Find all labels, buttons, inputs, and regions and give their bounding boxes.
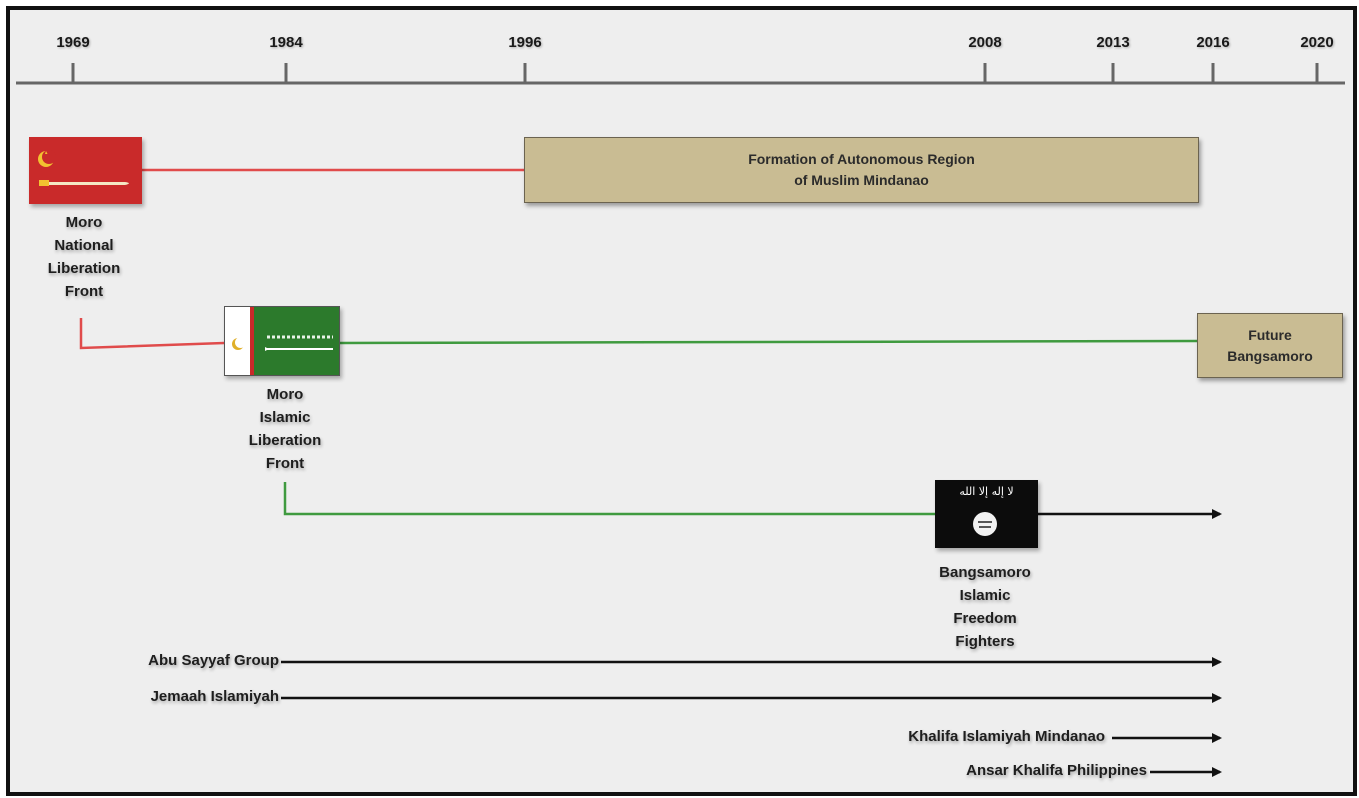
armm-line2: of Muslim Mindanao [794,172,929,188]
milf-flag [224,306,340,376]
mnlf-flag [29,137,142,204]
biff-flag: لا إله إلا الله [935,480,1038,548]
mnlf-label-line1: Moro [65,214,103,231]
mnlf-label: Moro National Liberation Front [24,211,144,303]
biff-label-line1: Bangsamoro [939,564,1031,581]
kim-label: Khalifa Islamiyah Mindanao [908,728,1105,745]
year-label-2016: 2016 [1196,34,1230,51]
biff-seal-icon [973,512,997,536]
milf-label-line4: Front [265,455,305,472]
biff-label: Bangsamoro Islamic Freedom Fighters [925,561,1045,653]
year-label-1984: 1984 [269,34,303,51]
future-line2: Bangsamoro [1227,347,1313,364]
biff-label-line2: Islamic [959,587,1011,604]
milf-flag-emblem [225,307,333,375]
akp-label: Ansar Khalifa Philippines [966,762,1147,779]
year-label-2020: 2020 [1300,34,1334,51]
year-ticks [71,63,1319,83]
mnlf-label-line3: Liberation [47,260,121,277]
year-label-1969: 1969 [56,34,90,51]
mnlf-label-line4: Front [64,283,104,300]
mnlf-label-line2: National [54,237,114,254]
mnlf-flag-emblem [38,150,129,186]
milf-biff-split [283,482,935,516]
milf-label-line2: Islamic [259,409,311,426]
milf-line [339,339,1198,345]
biff-flag-text: لا إله إلا الله [959,485,1014,498]
mnlf-milf-split [79,318,225,350]
year-label-2013: 2013 [1096,34,1130,51]
year-label-1996: 1996 [508,34,542,51]
armm-box: Formation of Autonomous Region of Muslim… [524,137,1199,203]
biff-label-line4: Fighters [955,633,1015,650]
milf-label-line3: Liberation [248,432,322,449]
year-label-2008: 2008 [968,34,1002,51]
future-bangsamoro-box: Future Bangsamoro [1197,313,1343,378]
ji-label: Jemaah Islamiyah [150,688,279,705]
future-line1: Future [1248,326,1292,343]
asg-label: Abu Sayyaf Group [148,652,279,669]
milf-label-line1: Moro [266,386,304,403]
milf-label: Moro Islamic Liberation Front [225,383,345,475]
armm-line1: Formation of Autonomous Region [748,151,975,167]
biff-label-line3: Freedom [953,610,1017,627]
